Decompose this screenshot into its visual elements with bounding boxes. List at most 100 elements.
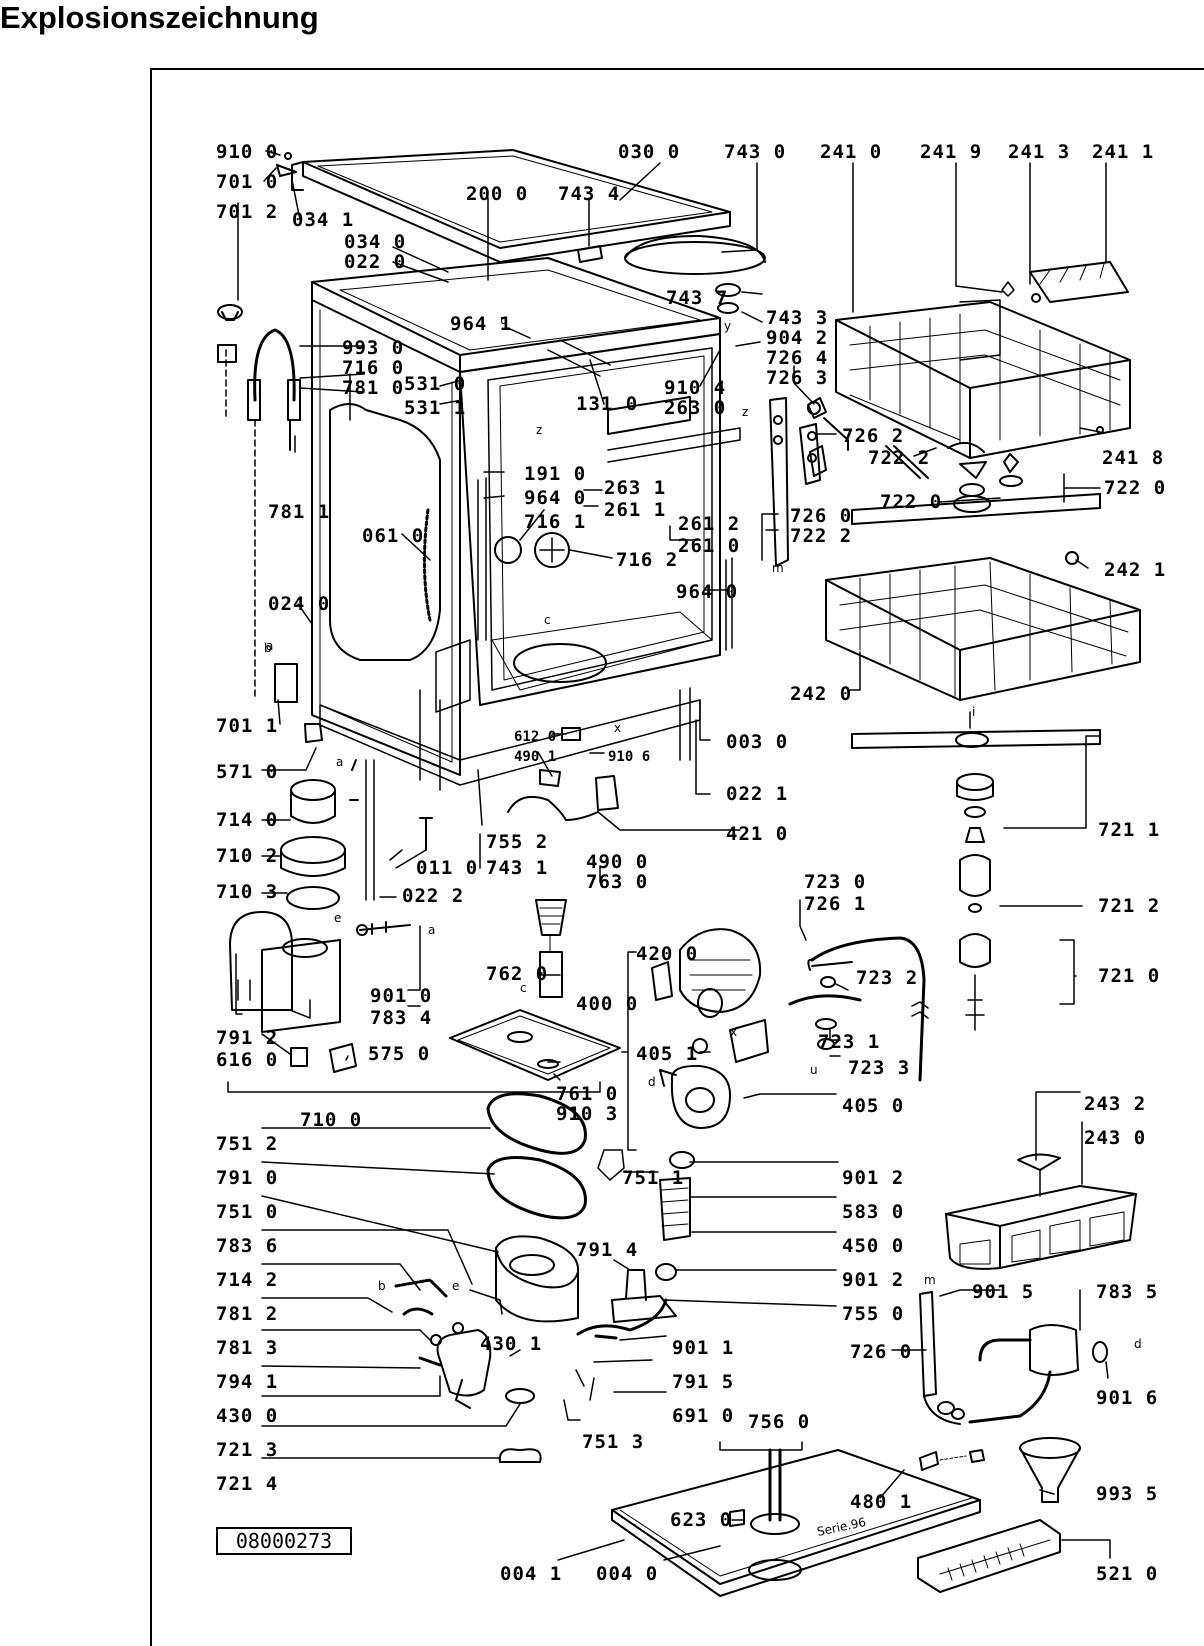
part-label: 011 0 [416, 857, 478, 879]
part-label: 783 6 [216, 1235, 278, 1257]
part-label: 910 4 [664, 377, 726, 399]
part-label: 910 3 [556, 1103, 618, 1125]
part-label: 200 0 [466, 183, 528, 205]
part-label: 901 5 [972, 1281, 1034, 1303]
part-label: 022 0 [344, 251, 406, 273]
connector-letter: u [810, 1063, 818, 1077]
part-label: 701 0 [216, 171, 278, 193]
part-label: 743 0 [724, 141, 786, 163]
connector-letter: a [428, 923, 435, 937]
connector-letter: a [336, 755, 343, 769]
base-plate-part [611, 1448, 985, 1597]
part-label: 783 5 [1096, 1281, 1158, 1303]
connector-letter: d [1134, 1337, 1142, 1351]
part-label: 241 1 [1092, 141, 1154, 163]
part-labels: 910 0 701 0 034 1 701 2 030 0 200 0 743 … [216, 141, 1166, 1585]
part-label: 691 0 [672, 1405, 734, 1427]
part-label: 781 3 [216, 1337, 278, 1359]
part-label: 714 0 [216, 809, 278, 831]
part-label: 421 0 [726, 823, 788, 845]
clip-parts [276, 152, 297, 177]
part-label: 521 0 [1096, 1563, 1158, 1585]
connector-letter: a [266, 639, 273, 653]
part-label: 794 1 [216, 1371, 278, 1393]
lower-spray-arm-part [851, 711, 1101, 1031]
part-label: 723 3 [848, 1057, 910, 1079]
part-label: 726 2 [842, 425, 904, 447]
part-label: 571 0 [216, 761, 278, 783]
part-label: 743 1 [486, 857, 548, 879]
part-label: 743 4 [558, 183, 620, 205]
part-label: 901 6 [1096, 1387, 1158, 1409]
part-label: 751 3 [582, 1431, 644, 1453]
sump-plate-part [449, 1009, 621, 1081]
part-label: 781 2 [216, 1303, 278, 1325]
part-label: 904 2 [766, 327, 828, 349]
part-label: 763 0 [586, 871, 648, 893]
part-label: 761 0 [556, 1083, 618, 1105]
wash-motor-part [651, 928, 769, 1129]
connector-letter: e [452, 1279, 459, 1293]
part-label: 755 0 [842, 1303, 904, 1325]
connector-letter: c [520, 981, 527, 995]
part-label: 710 0 [300, 1109, 362, 1131]
part-label: 751 2 [216, 1133, 278, 1155]
part-label: 743 7 [666, 287, 728, 309]
part-label: 722 2 [868, 447, 930, 469]
part-label: 480 1 [850, 1491, 912, 1513]
part-label: 762 0 [486, 963, 548, 985]
part-label: 131 0 [576, 393, 638, 415]
part-label: 575 0 [368, 1043, 430, 1065]
part-label: 723 2 [856, 967, 918, 989]
part-label: 261 2 [678, 513, 740, 535]
part-label: 783 4 [370, 1007, 432, 1029]
feed-pipe-part [788, 936, 929, 1082]
part-label: 743 3 [766, 307, 828, 329]
part-label: 030 0 [618, 141, 680, 163]
part-label: 531 0 [404, 373, 466, 395]
connector-letter: m [924, 1273, 936, 1287]
part-label: 721 3 [216, 1439, 278, 1461]
part-label: 721 1 [1098, 819, 1160, 841]
part-label: 241 3 [1008, 141, 1070, 163]
part-label: 716 0 [342, 357, 404, 379]
funnel-part [1019, 1437, 1081, 1503]
part-label: 004 0 [596, 1563, 658, 1585]
part-label: 024 0 [268, 593, 330, 615]
part-label: 723 0 [804, 871, 866, 893]
part-label: 726 3 [766, 367, 828, 389]
part-label: 910 0 [216, 141, 278, 163]
part-label: 901 2 [842, 1167, 904, 1189]
part-label: 964 0 [676, 581, 738, 603]
connector-letter: d [648, 1075, 656, 1089]
leader-lines [227, 150, 1111, 1561]
part-label: 263 1 [604, 477, 666, 499]
part-label: 710 3 [216, 881, 278, 903]
part-label: 261 1 [604, 499, 666, 521]
connector-letter: u [500, 313, 508, 327]
connector-letter: b [264, 641, 272, 655]
part-label: 721 0 [1098, 965, 1160, 987]
part-label: 004 1 [500, 1563, 562, 1585]
part-label: 531 1 [404, 397, 466, 419]
part-label: 242 1 [1104, 559, 1166, 581]
part-label: 726 0 [790, 505, 852, 527]
upper-spray-arm-part [809, 417, 1101, 525]
part-label: 405 1 [636, 1043, 698, 1065]
connector-letter: i [972, 705, 975, 719]
part-label: 901 0 [370, 985, 432, 1007]
connector-letter: z [536, 423, 542, 437]
part-label: 583 0 [842, 1201, 904, 1223]
part-label: 405 0 [842, 1095, 904, 1117]
connector-letter: x [614, 721, 621, 735]
part-label: 751 1 [622, 1167, 684, 1189]
part-label: 910 6 [608, 749, 650, 765]
part-label: 722 0 [1104, 477, 1166, 499]
part-label: 191 0 [524, 463, 586, 485]
part-label: 034 1 [292, 209, 354, 231]
part-label: 901 1 [672, 1337, 734, 1359]
part-label: 430 1 [480, 1333, 542, 1355]
drawing-frame [150, 68, 1204, 1646]
part-label: 716 2 [616, 549, 678, 571]
